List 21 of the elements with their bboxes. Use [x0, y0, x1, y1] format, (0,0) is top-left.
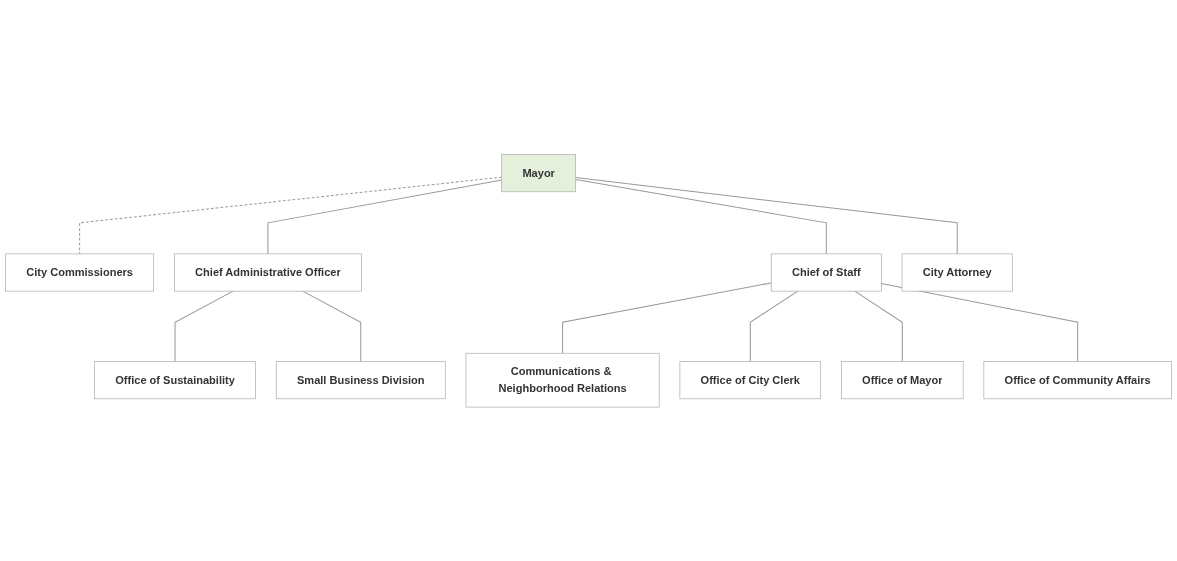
node-box: Office of Mayor [841, 360, 964, 399]
node-box: Chief of Staff [770, 253, 882, 292]
node-box: Chief Administrative Officer [174, 253, 362, 292]
node-box: Office of City Clerk [679, 360, 822, 399]
connector [174, 290, 234, 362]
node-box: Communications & Neighborhood Relations [465, 352, 660, 408]
node-box: Mayor [501, 153, 576, 192]
connector [79, 176, 503, 255]
connector [854, 290, 903, 362]
node-box: City Attorney [901, 253, 1013, 292]
connector [575, 176, 958, 255]
node-box: Small Business Division [275, 360, 446, 399]
connector [267, 179, 503, 255]
connector [575, 178, 827, 255]
node-box: Office of Sustainability [94, 360, 256, 399]
connector [302, 290, 362, 362]
node-box: Office of Community Affairs [983, 360, 1172, 399]
connector [749, 290, 799, 362]
node-box: City Commissioners [5, 253, 155, 292]
connector [880, 282, 1079, 362]
connector [562, 282, 772, 354]
